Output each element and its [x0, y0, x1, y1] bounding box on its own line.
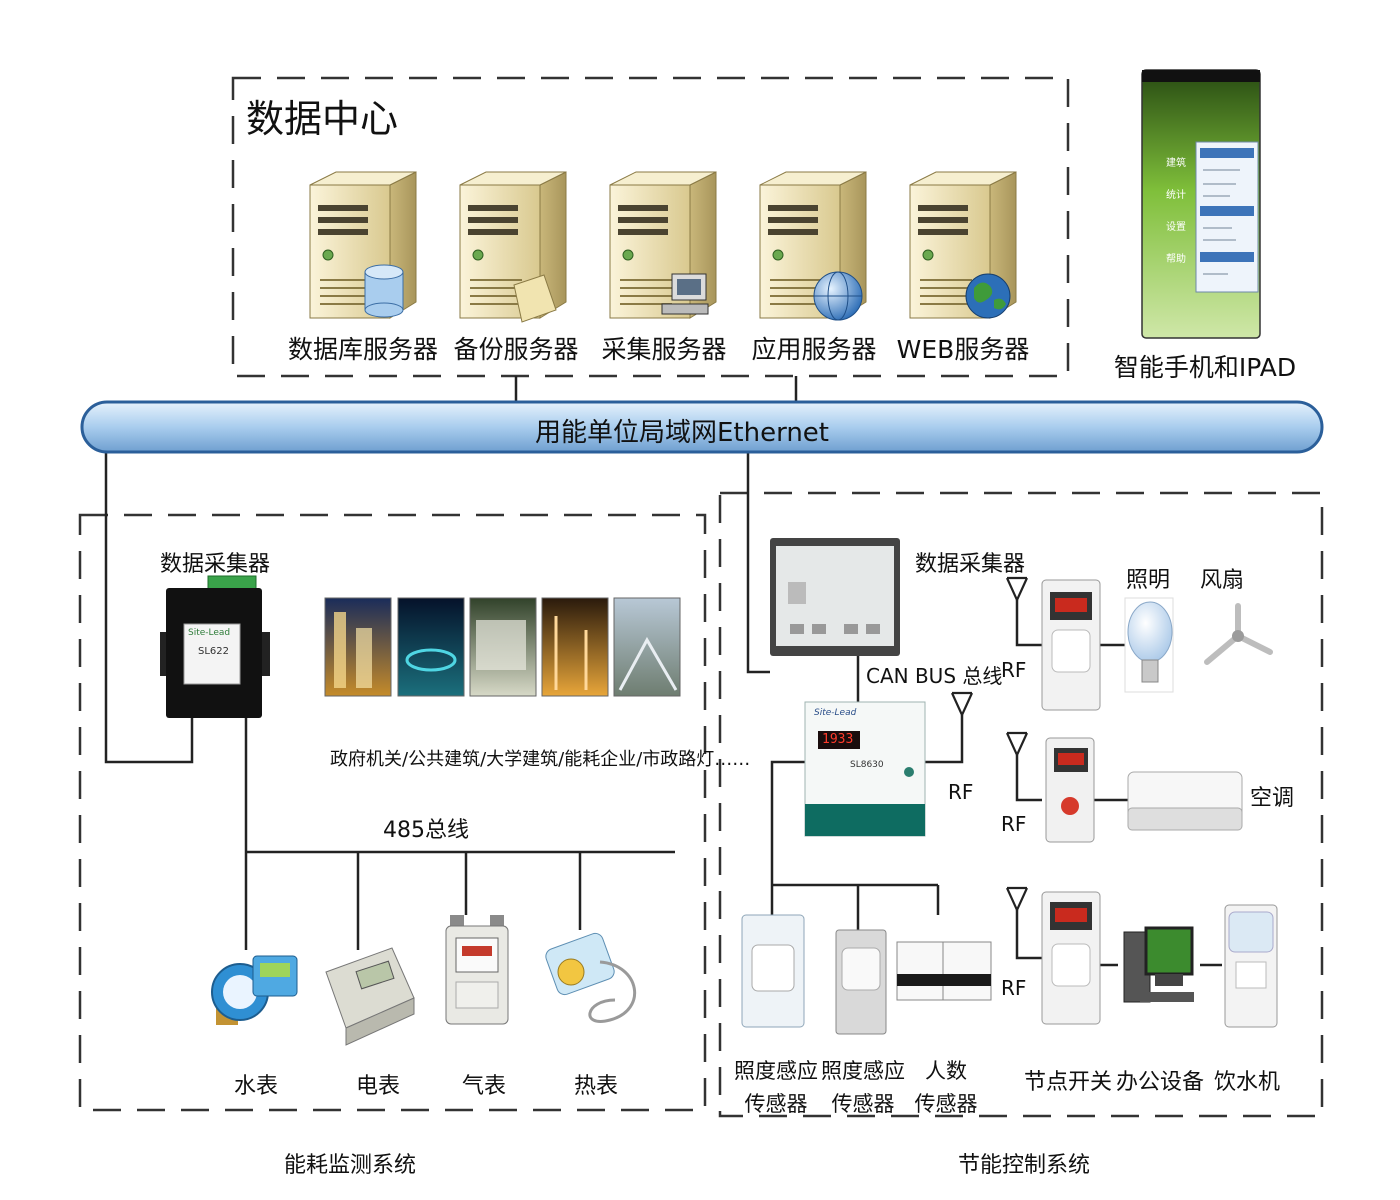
control-system-label: 节能控制系统 [957, 1153, 1091, 1178]
server-group [309, 171, 1017, 323]
controller-brand: Site-Lead [814, 708, 857, 718]
device-label-water-dispenser: 饮水机 [1213, 1070, 1281, 1095]
can-bus-label: CAN BUS 总线 [866, 664, 1003, 688]
sensor-2-line2: 传感器 [831, 1092, 895, 1116]
bulb-icon [1124, 597, 1174, 693]
meter-label-electricity: 电表 [355, 1074, 401, 1099]
ethernet-bus [80, 400, 1324, 454]
control-collector-device [770, 538, 900, 656]
load-illustrations [1124, 597, 1273, 831]
sensor-2-line1: 照度感应 [821, 1059, 905, 1083]
rf-label-2: RF [1001, 812, 1027, 836]
server-icon-1 [309, 171, 417, 319]
monitoring-collector-brand: Site-Lead [188, 628, 231, 638]
server-label-web: WEB服务器 [896, 335, 1030, 364]
server-icon-3 [609, 171, 717, 319]
heat-meter-icon [545, 932, 637, 1023]
controller-device [804, 701, 926, 837]
server-icon-2 [459, 171, 567, 323]
buildings-caption: 政府机关/公共建筑/大学建筑/能耗企业/市政路灯…… [330, 749, 751, 770]
office-equipment-icon [1123, 926, 1194, 1003]
rf-label-controller: RF [948, 780, 974, 804]
building-photos [324, 597, 681, 697]
rf-node-devices [1041, 579, 1101, 1025]
monitoring-collector-model: SL622 [198, 646, 230, 657]
sensor-3-line2: 传感器 [914, 1092, 978, 1116]
meter-label-water: 水表 [233, 1074, 279, 1099]
controller-model: SL8630 [850, 760, 884, 770]
device-label-office: 办公设备 [1115, 1070, 1205, 1095]
phone-menu-stats: 统计 [1166, 190, 1186, 201]
rf-label-1: RF [1001, 658, 1027, 682]
control-region [718, 491, 1324, 1118]
load-label-ac: 空调 [1250, 786, 1295, 811]
sensor-1-line2: 传感器 [744, 1092, 808, 1116]
server-label-collect: 采集服务器 [601, 335, 727, 364]
air-conditioner-icon [1127, 771, 1243, 831]
rf-label-3: RF [1001, 976, 1027, 1000]
server-icon-4 [759, 171, 867, 321]
electricity-meter-icon [325, 947, 415, 1046]
server-label-backup: 备份服务器 [453, 335, 579, 364]
water-meter-icon [211, 955, 298, 1025]
ethernet-label: 用能单位局域网Ethernet [535, 418, 829, 448]
gas-meter-icon [445, 915, 509, 1025]
bus-485-label: 485总线 [383, 818, 469, 843]
data-center-title: 数据中心 [246, 97, 399, 141]
server-label-application: 应用服务器 [751, 335, 877, 364]
mobile-label: 智能手机和IPAD [1113, 353, 1297, 382]
phone-menu-building: 建筑 [1166, 158, 1186, 169]
antenna-icons [950, 576, 1029, 913]
meter-illustrations [211, 915, 637, 1046]
controller-display: 1933 [822, 732, 854, 747]
sensor-3-line1: 人数 [925, 1059, 967, 1083]
server-icon-5 [909, 171, 1017, 319]
sensor-1-line1: 照度感应 [734, 1059, 818, 1083]
monitoring-region [78, 513, 707, 1112]
data-center-region [231, 76, 1070, 378]
smartphone-illustration [1141, 69, 1261, 339]
server-label-database: 数据库服务器 [287, 335, 439, 364]
phone-menu-help: 帮助 [1166, 254, 1186, 265]
fan-icon [1204, 603, 1273, 665]
control-collector-label: 数据采集器 [915, 552, 1026, 577]
water-dispenser-icon [1224, 904, 1278, 1028]
sensor-illustrations [741, 914, 992, 1035]
connection-lines [104, 376, 1222, 967]
meter-label-gas: 气表 [461, 1074, 507, 1099]
load-label-fan: 风扇 [1199, 568, 1245, 593]
monitoring-system-label: 能耗监测系统 [283, 1153, 417, 1178]
monitoring-collector-device [160, 575, 270, 718]
load-label-lighting: 照明 [1125, 568, 1171, 593]
monitoring-collector-label: 数据采集器 [159, 552, 271, 577]
device-label-node-switch: 节点开关 [1023, 1070, 1113, 1095]
meter-label-heat: 热表 [573, 1074, 619, 1099]
phone-menu-settings: 设置 [1166, 222, 1186, 233]
